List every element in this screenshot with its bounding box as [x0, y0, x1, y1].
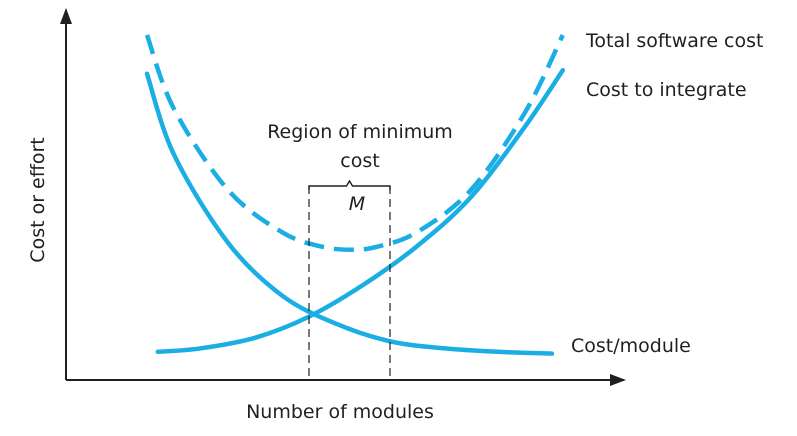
x-axis-label: Number of modules [246, 401, 434, 423]
y-axis-label: Cost or effort [27, 137, 49, 262]
series-label-cost-to-integrate: Cost to integrate [586, 79, 747, 101]
region-label-line2: cost [340, 150, 379, 172]
series-label-total-software-cost: Total software cost [585, 30, 763, 52]
series-label-cost-per-module: Cost/module [571, 335, 691, 357]
region-brace [308, 179, 391, 190]
region-symbol-m: M [349, 193, 365, 215]
series-total-software-cost [144, 34, 565, 253]
series-cost-to-integrate [155, 67, 566, 355]
region-label-line1: Region of minimum [267, 121, 453, 143]
series-cost-per-module [144, 71, 555, 356]
